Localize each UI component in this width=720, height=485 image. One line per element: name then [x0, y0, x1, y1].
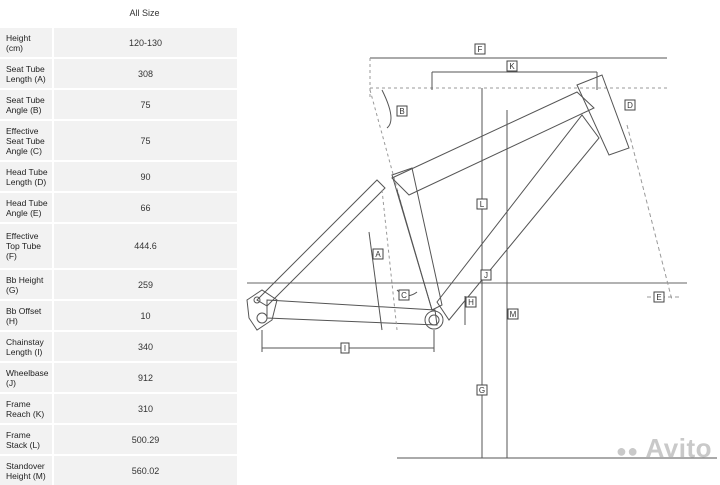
label-j: J: [480, 269, 492, 281]
row-label: Chainstay Length (I): [0, 332, 52, 361]
frame-geometry-diagram: F K D B L A J: [237, 0, 720, 476]
row-label: Frame Stack (L): [0, 425, 52, 454]
label-b: B: [396, 105, 408, 117]
row-value: 340: [52, 332, 237, 361]
row-value: 66: [52, 193, 237, 222]
label-m: M: [507, 308, 519, 320]
top-tube: [391, 91, 595, 196]
table-row: Frame Stack (L)500.29: [0, 424, 237, 454]
svg-text:K: K: [509, 62, 515, 71]
row-value: 10: [52, 301, 237, 330]
table-row: Bb Offset (H)10: [0, 300, 237, 330]
label-h: H: [465, 296, 477, 308]
head-angle-line: [626, 124, 673, 301]
table-row: Effective Top Tube (F)444.6: [0, 223, 237, 268]
bottom-bracket: [424, 310, 444, 330]
table-row: Chainstay Length (I)340: [0, 331, 237, 361]
row-label: Height (cm): [0, 28, 52, 57]
chain-stay: [266, 299, 438, 326]
table-row: Bb Height (G)259: [0, 269, 237, 299]
row-label: Effective Seat Tube Angle (C): [0, 121, 52, 160]
label-f: F: [474, 43, 486, 55]
row-value: 75: [52, 90, 237, 119]
label-l: L: [476, 198, 488, 210]
table-header: All Size: [0, 0, 237, 27]
row-label: Bb Height (G): [0, 270, 52, 299]
seat-stay: [256, 179, 386, 307]
label-a: A: [372, 248, 384, 260]
svg-text:M: M: [510, 310, 517, 319]
table-row: Height (cm)120-130: [0, 27, 237, 57]
watermark-dots-icon: ●●: [615, 441, 639, 461]
down-tube: [436, 114, 600, 321]
row-value: 259: [52, 270, 237, 299]
svg-text:J: J: [484, 271, 488, 280]
svg-text:C: C: [401, 291, 407, 300]
table-row: Seat Tube Angle (B)75: [0, 89, 237, 119]
row-label: Standover Height (M): [0, 456, 52, 485]
row-label: Seat Tube Angle (B): [0, 90, 52, 119]
label-d: D: [624, 99, 636, 111]
table-row: Frame Reach (K)310: [0, 393, 237, 423]
row-value: 310: [52, 394, 237, 423]
table-row: Head Tube Length (D)90: [0, 161, 237, 191]
svg-text:H: H: [468, 298, 474, 307]
dropout: [246, 289, 278, 331]
row-label: Seat Tube Length (A): [0, 59, 52, 88]
label-i: I: [340, 342, 350, 354]
seat-tube: [391, 167, 443, 311]
row-label: Wheelbase (J): [0, 363, 52, 392]
table-row: Standover Height (M)560.02: [0, 455, 237, 485]
svg-text:I: I: [344, 344, 346, 353]
row-value: 120-130: [52, 28, 237, 57]
row-value: 444.6: [52, 224, 237, 268]
row-value: 75: [52, 121, 237, 160]
table-row: Seat Tube Length (A)308: [0, 58, 237, 88]
row-value: 500.29: [52, 425, 237, 454]
row-value: 308: [52, 59, 237, 88]
column-header: All Size: [129, 8, 160, 18]
row-label: Bb Offset (H): [0, 301, 52, 330]
frame-drawing-svg: F K D B L A J: [246, 43, 717, 459]
svg-text:F: F: [478, 45, 483, 54]
svg-text:E: E: [656, 293, 661, 302]
svg-text:A: A: [375, 250, 381, 259]
table-row: Effective Seat Tube Angle (C)75: [0, 120, 237, 160]
svg-text:D: D: [627, 101, 633, 110]
row-label: Frame Reach (K): [0, 394, 52, 423]
label-c: C: [398, 289, 410, 301]
head-tube: [576, 74, 630, 156]
label-g: G: [476, 384, 488, 396]
avito-watermark: ●● Avito: [616, 433, 712, 464]
svg-text:L: L: [480, 200, 485, 209]
label-e: E: [653, 291, 665, 303]
row-value: 90: [52, 162, 237, 191]
svg-text:B: B: [399, 107, 404, 116]
svg-text:G: G: [479, 386, 485, 395]
row-label: Head Tube Angle (E): [0, 193, 52, 222]
row-label: Head Tube Length (D): [0, 162, 52, 191]
row-label: Effective Top Tube (F): [0, 224, 52, 268]
watermark-text: Avito: [645, 433, 712, 463]
table-row: Wheelbase (J)912: [0, 362, 237, 392]
label-k: K: [506, 60, 518, 72]
row-value: 912: [52, 363, 237, 392]
row-value: 560.02: [52, 456, 237, 485]
table-row: Head Tube Angle (E)66: [0, 192, 237, 222]
